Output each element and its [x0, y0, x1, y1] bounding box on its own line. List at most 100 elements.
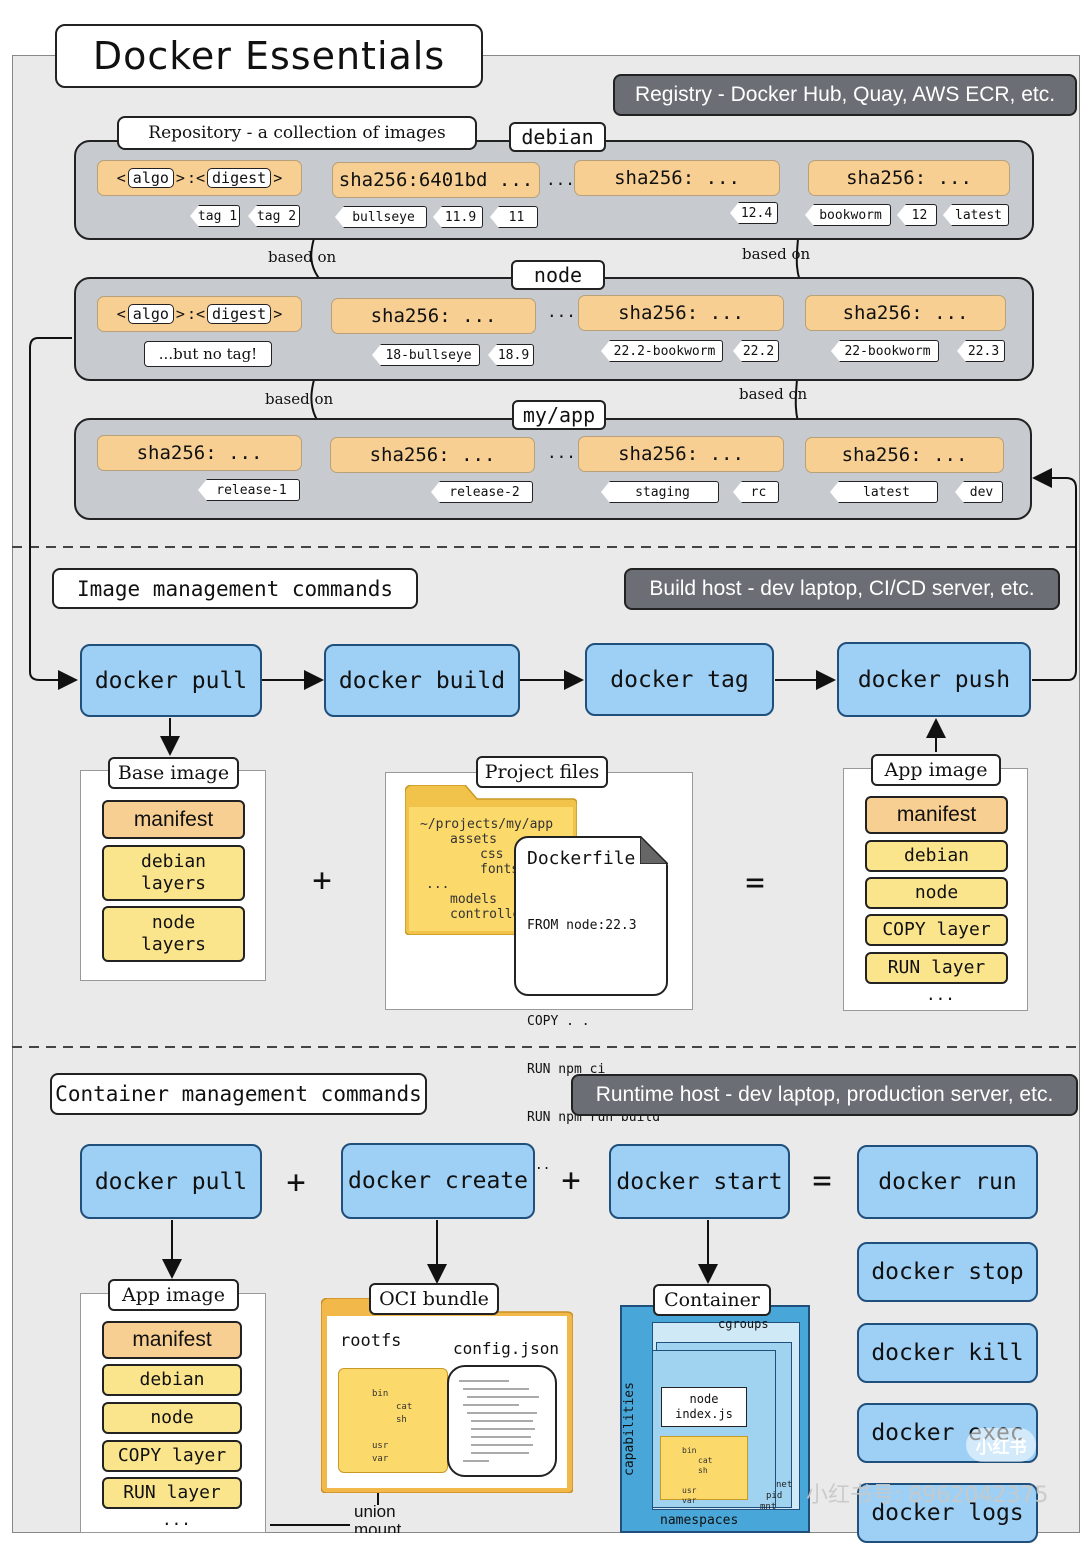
tag-label: 18.9	[488, 344, 534, 366]
image-sha: sha256: ...	[578, 295, 784, 331]
tag-label: 11	[490, 206, 538, 228]
ellipsis: ...	[547, 443, 576, 462]
process-box: node index.js	[661, 1387, 747, 1427]
tag-label: latest	[830, 481, 938, 503]
image-sha: sha256: ...	[808, 160, 1010, 196]
based-on-label: based on	[742, 245, 811, 263]
union-mount-label: union mount	[354, 1503, 402, 1533]
plus-operator: +	[286, 1163, 306, 1201]
tag-label: 12.4	[730, 202, 778, 224]
layer-run: RUN layer	[102, 1477, 242, 1509]
rootfs-label: rootfs	[340, 1331, 402, 1351]
tag-label: 22.2-bookworm	[601, 340, 723, 362]
container-management-label: Container management commands	[50, 1073, 427, 1115]
repo-name-node: node	[511, 260, 605, 290]
container-rootfs-folder	[660, 1436, 748, 1500]
tag-label: 11.9	[433, 206, 483, 228]
tag-label: latest	[943, 204, 1009, 226]
based-on-label: based on	[739, 385, 808, 403]
based-on-label: based on	[265, 390, 334, 408]
image-management-label: Image management commands	[52, 568, 418, 609]
dockerfile-name: Dockerfile	[527, 848, 636, 869]
tag-label: 12	[897, 204, 937, 226]
image-reference-format: <algo>:<digest>	[97, 296, 302, 332]
docker-build-button[interactable]: docker build	[324, 644, 520, 717]
push-arrow	[1032, 468, 1077, 681]
docker-start-button[interactable]: docker start	[609, 1144, 790, 1219]
tag-label: bookworm	[805, 204, 891, 226]
repo-name-myapp: my/app	[512, 400, 606, 430]
repo-name-debian: debian	[509, 122, 606, 152]
image-sha: sha256: ...	[805, 295, 1006, 331]
docker-create-button[interactable]: docker create	[341, 1143, 535, 1219]
tag-label: 18-bullseye	[372, 344, 480, 366]
equals-operator: =	[812, 1161, 832, 1199]
namespaces-label: namespaces	[660, 1513, 739, 1528]
page-corner-icon	[639, 834, 670, 865]
docker-kill-button[interactable]: docker kill	[857, 1323, 1038, 1383]
docker-stop-button[interactable]: docker stop	[857, 1242, 1038, 1302]
digest-pill: digest	[207, 168, 272, 188]
layer-manifest: manifest	[102, 800, 245, 839]
tag-label: rc	[733, 481, 779, 503]
config-json-label: config.json	[453, 1339, 559, 1358]
build-host-label: Build host - dev laptop, CI/CD server, e…	[624, 568, 1060, 610]
algo-pill: algo	[127, 168, 174, 188]
tag-label: 22-bookworm	[831, 340, 939, 362]
diagram-title: Docker Essentials	[55, 24, 483, 88]
layer-node: node	[102, 1402, 242, 1434]
image-sha: sha256: ...	[805, 437, 1004, 473]
tag-label: 22.3	[957, 340, 1005, 362]
image-sha: sha256:6401bd ...	[332, 162, 540, 198]
based-on-label: based on	[268, 248, 337, 266]
docker-tag-button[interactable]: docker tag	[585, 643, 774, 716]
layer-copy: COPY layer	[865, 914, 1008, 946]
tag-label: staging	[601, 481, 719, 503]
runtime-host-label: Runtime host - dev laptop, production se…	[571, 1074, 1078, 1116]
tag-label: 22.2	[733, 340, 779, 362]
project-files-label: Project files	[476, 756, 608, 788]
ellipsis: ...	[547, 302, 576, 321]
container-rootfs-tree: bin cat sh usr var	[682, 1446, 713, 1505]
more-layers: ...	[926, 985, 955, 1004]
layer-copy: COPY layer	[102, 1440, 242, 1472]
docker-run-button[interactable]: docker run	[857, 1145, 1038, 1219]
image-sha: sha256: ...	[574, 160, 780, 196]
layer-debian: debian	[865, 840, 1008, 872]
layer-run: RUN layer	[865, 952, 1008, 984]
watermark-logo: 小红书	[966, 1428, 1036, 1462]
more-layers: ...	[162, 1510, 191, 1529]
dockerfile-content: FROM node:22.3 COPY . . RUN npm ci RUN n…	[527, 918, 661, 1173]
app-image-label: App image	[108, 1279, 239, 1311]
oci-bundle-label: OCI bundle	[369, 1283, 499, 1315]
docker-pull-button[interactable]: docker pull	[80, 644, 262, 717]
tag-label: bullseye	[335, 206, 427, 228]
watermark-id: 小红书号: 8962042375	[806, 1483, 1049, 1508]
ref-separator: >	[175, 169, 185, 187]
plus-operator: +	[561, 1161, 581, 1199]
docker-push-button[interactable]: docker push	[837, 642, 1031, 717]
layer-debian: debian	[102, 1364, 242, 1396]
layer-node: node	[865, 877, 1008, 909]
layer-debian: debian layers	[102, 845, 245, 901]
rootfs-tree: bin cat sh usr var	[372, 1389, 413, 1464]
image-reference-format: <algo>:<digest>	[97, 160, 302, 196]
layer-manifest: manifest	[865, 796, 1008, 834]
tag-label: tag 2	[248, 205, 300, 227]
image-sha: sha256: ...	[578, 436, 784, 472]
docker-pull-button[interactable]: docker pull	[80, 1144, 262, 1219]
image-sha: sha256: ...	[97, 435, 302, 471]
base-image-label: Base image	[108, 757, 239, 789]
equals-operator: =	[745, 863, 765, 901]
image-sha: sha256: ...	[331, 298, 536, 334]
pull-arrow	[29, 337, 78, 690]
capabilities-label: capabilities	[622, 1382, 637, 1476]
tag-label: tag 1	[190, 205, 240, 227]
layer-node: node layers	[102, 906, 245, 962]
namespace-list: net pid mnt	[760, 1480, 793, 1512]
tag-label: release-2	[431, 481, 533, 503]
no-tag-note: ...but no tag!	[144, 341, 272, 367]
container-label: Container	[653, 1284, 771, 1316]
repository-label: Repository - a collection of images	[117, 116, 477, 150]
layer-manifest: manifest	[102, 1321, 242, 1359]
